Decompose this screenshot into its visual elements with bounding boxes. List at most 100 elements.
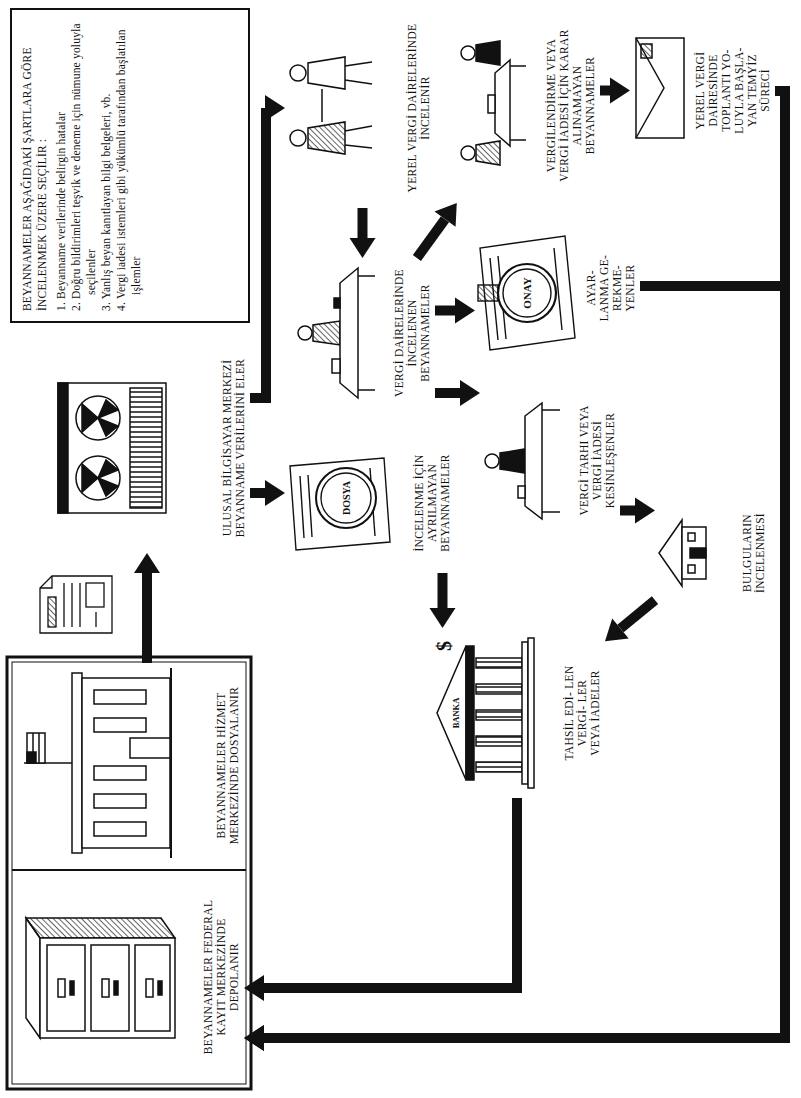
service-center-building-part: [130, 738, 170, 758]
arrow-shaft: [264, 798, 517, 988]
arrow-head: [265, 95, 285, 121]
return-form: [40, 576, 112, 633]
office-house-part: [690, 548, 706, 558]
office-desk-part: [334, 298, 340, 308]
stamp-label: ONAY: [521, 277, 533, 308]
service-center-building-part: [94, 718, 146, 732]
caption-node: BEYANNAMELER FEDERAL KAYIT MERKEZİNDE DE…: [14, 872, 244, 1082]
bank-building-part: [528, 638, 534, 788]
office-desk-part: [313, 321, 340, 345]
arrow-head: [460, 380, 480, 406]
filing-cabinet-part: [58, 979, 65, 997]
office-desk-part: [358, 389, 375, 391]
envelope-part: [641, 44, 652, 58]
filed-document-part: [308, 475, 312, 537]
double-frame-part: [12, 662, 246, 1084]
node-text: İNCELENME İÇİN AYRILMAYAN BEYANNAMELER: [413, 447, 452, 559]
bank-building-part: [476, 658, 522, 668]
flow-arrow: [244, 798, 517, 1001]
flow-arrow: [435, 380, 480, 406]
office-desk-part: [298, 326, 312, 340]
arrow-head: [430, 608, 456, 628]
service-center-building-part: [94, 690, 146, 704]
office-house-part: [659, 520, 682, 586]
return-form-part: [48, 597, 56, 627]
computer-unit-part: [98, 400, 118, 418]
arrow-shaft: [358, 208, 368, 238]
caption-node: YEREL VERGİ DAİRELERİNDE İNCELENİR: [285, 8, 435, 208]
node-text: AYAR- LANMA GE- REKME- YENLER: [585, 250, 637, 326]
bank-building-part: [466, 646, 474, 780]
flow-arrow: [435, 298, 475, 324]
flow-arrow: [600, 78, 630, 104]
office-house: [659, 520, 706, 586]
service-center-building: [24, 668, 171, 858]
arrow-shaft: [142, 573, 152, 663]
flow-arrow: [605, 600, 655, 641]
computer-unit-part: [76, 396, 120, 440]
arrow-shaft: [620, 506, 635, 516]
criteria-item: 4. Vergi iadesi istemleri gibi yükümlü t…: [114, 20, 144, 311]
arrow-shaft: [438, 573, 448, 608]
node-text: BULGULARIN İNCELENMESİ: [741, 498, 767, 608]
flow-arrow: [417, 203, 457, 258]
filing-cabinet-part: [158, 981, 162, 995]
service-center-building-part: [27, 752, 36, 763]
flow-arrow: [430, 573, 456, 628]
conference-desk-part: [488, 95, 495, 113]
computer-unit-part: [58, 383, 68, 513]
computer-unit-part: [82, 404, 98, 432]
approval-stamp: [478, 236, 575, 350]
office-house-part: [682, 527, 706, 579]
arrow-head: [265, 480, 285, 506]
caption-node: İNCELENME İÇİN AYRILMAYAN BEYANNAMELER: [285, 433, 455, 573]
conference-desk-part: [510, 65, 526, 67]
arrow-head: [635, 498, 655, 524]
return-form-part: [40, 576, 112, 633]
return-form-part: [79, 583, 80, 627]
arrow-head: [605, 618, 629, 641]
envelope-part: [636, 38, 664, 138]
arrow-shaft: [417, 219, 445, 258]
node-text: VERGİ DAİRELERİNDE İNCELENEN BEYANNAMELE…: [393, 263, 432, 403]
bank-building-part: [476, 736, 522, 746]
bank-building: [437, 638, 534, 788]
computer-unit-part: [130, 388, 162, 508]
caption-node: BEYANNAMELER HİZMET MERKEZİNDE DOSYALANI…: [14, 663, 244, 868]
approval-stamp-part: [478, 285, 498, 301]
computer-unit-part: [82, 464, 98, 492]
return-form-part: [86, 583, 104, 607]
computer-unit-part: [58, 383, 166, 513]
examiner-figures-part: [308, 122, 345, 154]
bank-building-part: [476, 762, 522, 772]
caption-node: YEREL VERGİ DAİRESİNDE TOPLANTI YO- LUYL…: [630, 8, 775, 173]
filing-cabinet-part: [26, 918, 175, 938]
filed-document-part: [321, 473, 371, 523]
flow-arrow: [244, 91, 785, 1051]
arrow-head: [244, 1025, 264, 1051]
conference-desk-part: [476, 41, 500, 65]
filed-document: [290, 458, 390, 550]
computer-unit-part: [98, 478, 118, 496]
flow-arrow: [350, 208, 376, 258]
examiner-figures-part: [321, 89, 323, 122]
service-center-building-part: [82, 678, 170, 848]
node-text: YEREL VERGİ DAİRESİNDE TOPLANTI YO- LUYL…: [694, 39, 772, 143]
filing-cabinet-part: [91, 945, 129, 1031]
return-form-part: [40, 576, 52, 588]
flow-arrow: [250, 95, 285, 398]
return-form-part: [63, 583, 64, 627]
office-house-part: [688, 533, 695, 541]
conference-desk-part: [461, 146, 475, 160]
criteria-box: BEYANNAMELER AŞAĞIDAKİ ŞARTLARA GÖRE İNC…: [10, 8, 250, 323]
conference-desk-part: [495, 60, 510, 146]
examiner-figures-part: [345, 62, 372, 66]
service-center-building-part: [94, 766, 146, 780]
approval-stamp-part: [503, 269, 551, 317]
return-form-part: [71, 583, 72, 627]
office-desk-part: [358, 275, 375, 277]
arrow-head: [610, 78, 630, 104]
filing-cabinet: [26, 918, 175, 1038]
service-center-building-part: [72, 673, 82, 853]
double-frame: [7, 657, 251, 1089]
